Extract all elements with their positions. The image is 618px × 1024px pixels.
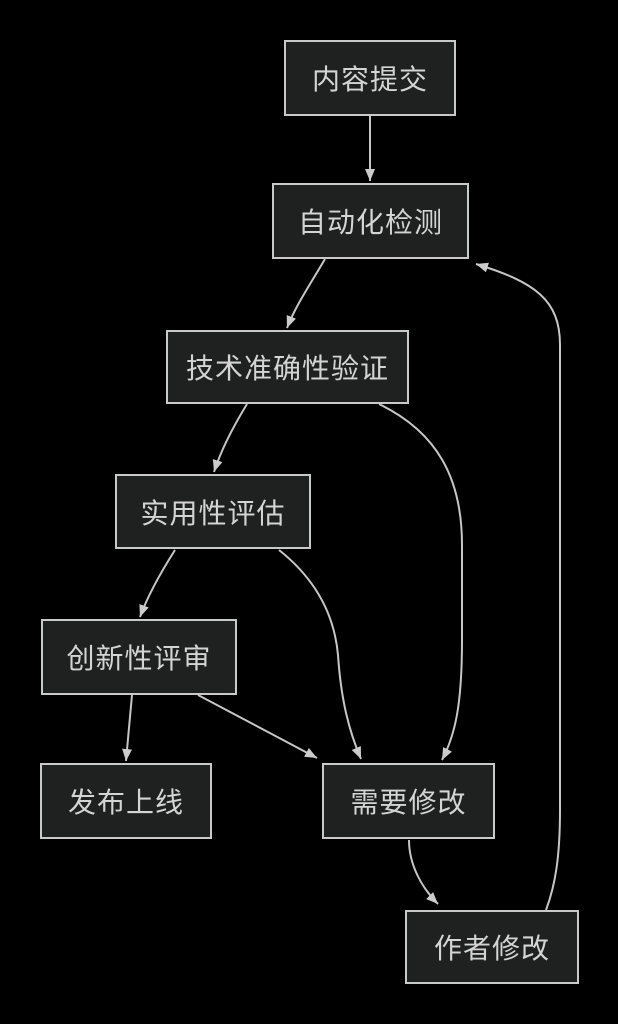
edge-innovation-review-to-publish-online xyxy=(122,694,133,762)
node-publish-online: 发布上线 xyxy=(40,763,212,839)
edge-innovation-review-to-needs-revision xyxy=(197,694,318,759)
node-auto-check: 自动化检测 xyxy=(272,183,469,259)
node-author-revise: 作者修改 xyxy=(405,910,579,984)
node-content-submit: 内容提交 xyxy=(284,40,456,116)
edge-author-revise-to-auto-check xyxy=(475,262,561,911)
edge-tech-verify-to-needs-revision xyxy=(378,403,463,761)
edge-usability-eval-to-innovation-review xyxy=(139,549,176,618)
edge-auto-check-to-tech-verify xyxy=(286,258,326,329)
edge-needs-revision-to-author-revise xyxy=(408,839,439,905)
edge-usability-eval-to-needs-revision xyxy=(278,549,362,760)
edge-tech-verify-to-usability-eval xyxy=(212,403,248,473)
node-needs-revision: 需要修改 xyxy=(322,763,495,839)
node-tech-verify: 技术准确性验证 xyxy=(166,330,409,404)
node-usability-eval: 实用性评估 xyxy=(115,474,311,549)
node-innovation-review: 创新性评审 xyxy=(41,619,237,695)
